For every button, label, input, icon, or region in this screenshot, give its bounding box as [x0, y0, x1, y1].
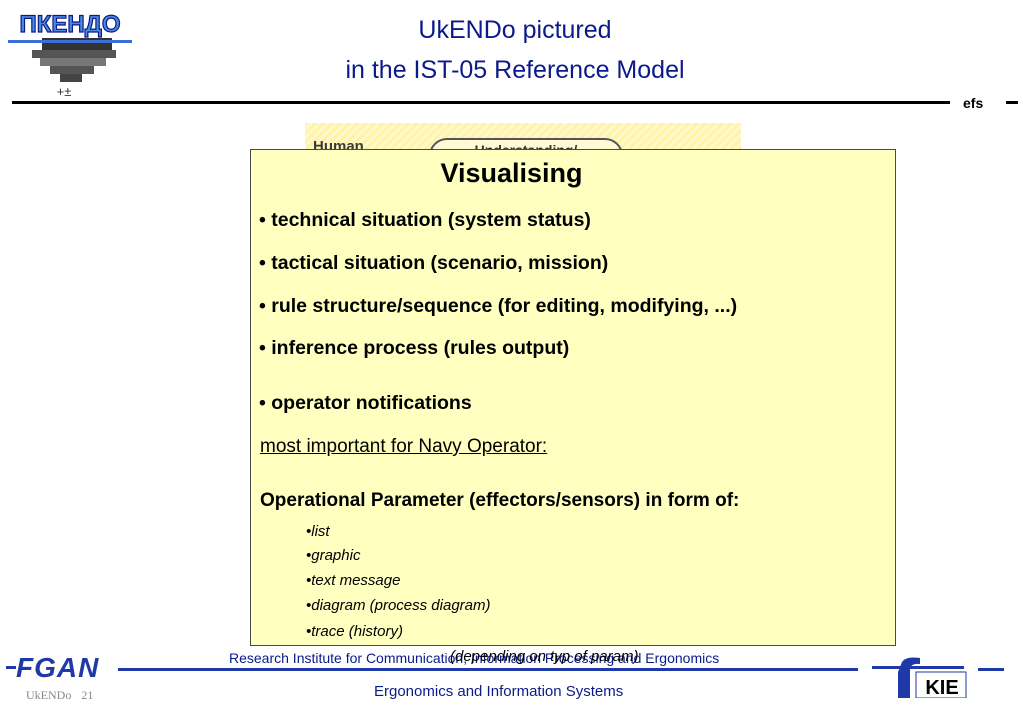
sub-list-item: •trace (history) — [306, 623, 403, 640]
footer-divider — [118, 668, 858, 671]
slide-title-line2: in the IST-05 Reference Model — [345, 56, 685, 84]
sub-list-item: •graphic — [306, 547, 361, 564]
fgan-dash — [6, 666, 16, 669]
slide-footer-label: UkENDo 21 — [26, 688, 93, 703]
svg-text:+±: +± — [57, 84, 72, 98]
institute-name: Research Institute for Communication, In… — [229, 650, 720, 666]
slide-name: UkENDo — [26, 688, 72, 702]
bullet-item: • inference process (rules output) — [259, 337, 570, 359]
efs-label: efs — [963, 95, 984, 111]
ukendo-logo-text: ПКЕНДО — [19, 11, 120, 38]
kie-logo: KIE — [872, 657, 967, 698]
navy-operator-note: most important for Navy Operator: — [260, 436, 548, 457]
depending-note: (depending on typ of param) — [450, 648, 639, 665]
kie-logo-text: KIE — [925, 677, 958, 698]
bullet-item: • operator notifications — [259, 392, 472, 414]
department-name: Ergonomics and Information Systems — [374, 683, 624, 700]
ukendo-logo: +± ПКЕНДО — [8, 10, 132, 98]
bullet-item: • technical situation (system status) — [259, 209, 591, 231]
footer-divider-end — [978, 668, 1004, 671]
slide-title-line1: UkENDo pictured — [418, 16, 612, 44]
panel-title: Visualising — [440, 158, 583, 188]
sub-list-item: •diagram (process diagram) — [306, 597, 491, 614]
page-number: 21 — [81, 688, 94, 702]
fgan-logo: FGAN — [16, 652, 100, 683]
operational-parameter-heading: Operational Parameter (effectors/sensors… — [260, 490, 740, 511]
sub-list-item: •list — [306, 523, 330, 540]
sub-list-item: •text message — [306, 572, 401, 589]
bullet-item: • tactical situation (scenario, mission) — [259, 252, 609, 274]
bullet-item: • rule structure/sequence (for editing, … — [259, 295, 738, 317]
header-divider-end — [1006, 101, 1018, 104]
header-divider — [12, 101, 950, 104]
visualising-panel — [250, 149, 896, 646]
